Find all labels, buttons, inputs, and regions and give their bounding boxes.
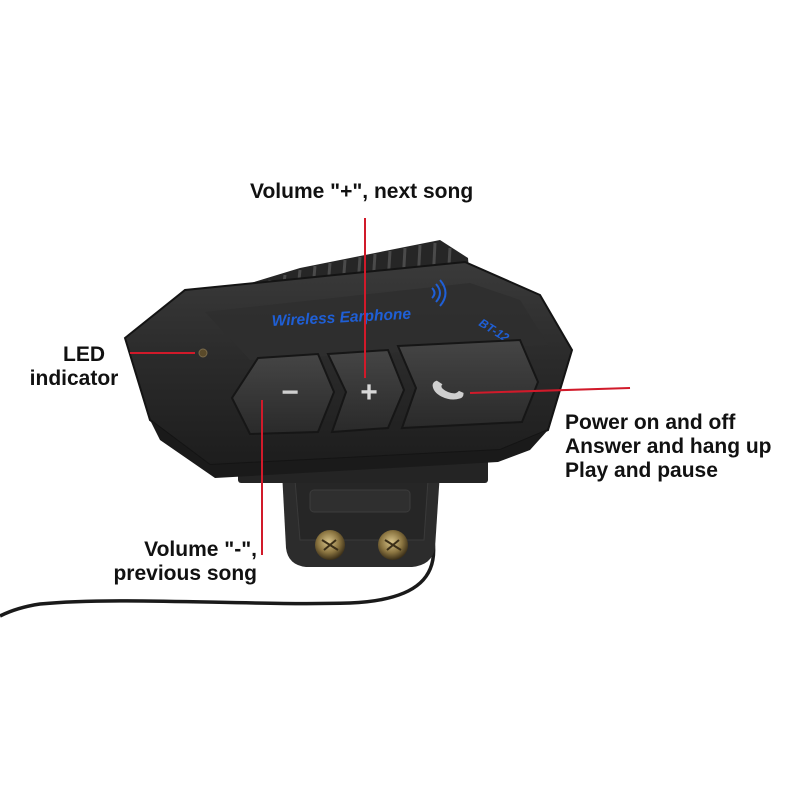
plus-button[interactable]: + <box>326 348 406 434</box>
cable <box>0 534 436 618</box>
callout-power-label: Power on and off Answer and hang up Play… <box>565 411 772 483</box>
callout-volume-minus-label: Volume "-", previous song <box>92 538 257 586</box>
callout-power-line2: Answer and hang up <box>565 435 772 458</box>
callout-lines <box>130 218 631 555</box>
callout-volume-plus-label: Volume "+", next song <box>250 180 474 203</box>
minus-symbol: − <box>281 376 299 409</box>
callout-power-line1: Power on and off <box>565 411 736 434</box>
wireless-signal-icon <box>431 279 447 307</box>
device-top-panel <box>205 283 548 360</box>
phone-button[interactable] <box>396 338 540 430</box>
screw-left <box>315 530 345 560</box>
phone-icon <box>432 380 464 400</box>
callout-volume-minus-line1: Volume "-", <box>144 538 257 561</box>
callout-line-power <box>469 387 631 394</box>
callout-led-line1: LED <box>63 343 105 366</box>
led-indicator <box>198 348 208 358</box>
device-bottom-panel <box>150 420 548 478</box>
callout-volume-minus-line2: previous song <box>113 562 257 585</box>
minus-button[interactable]: − <box>230 352 336 436</box>
screw-right <box>378 530 408 560</box>
callout-led-label: LED indicator <box>14 343 134 391</box>
callout-power-line3: Play and pause <box>565 459 718 482</box>
plus-symbol: + <box>360 376 378 409</box>
callout-led-line2: indicator <box>29 367 119 390</box>
